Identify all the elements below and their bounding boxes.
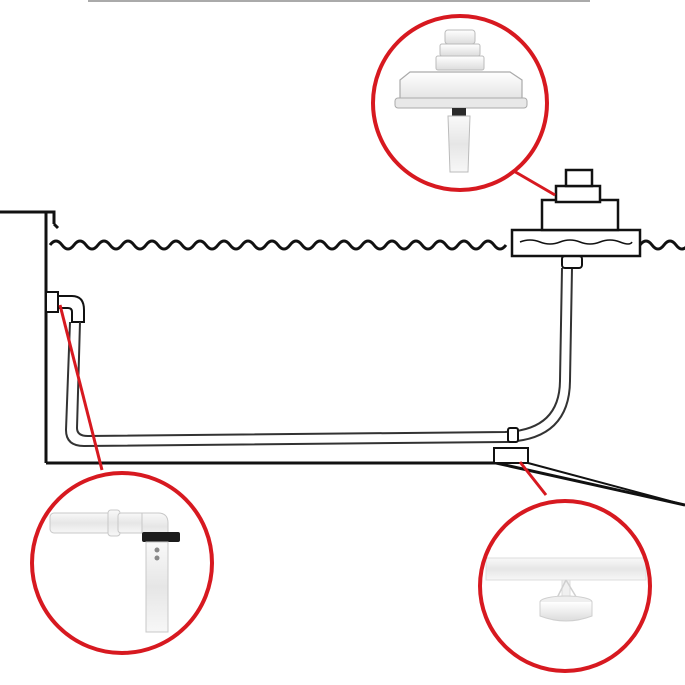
water-surface-line [48,239,508,251]
wall-inlet-elbow [45,291,85,323]
callout-floor-weight [478,499,652,673]
pool-wall [0,210,60,463]
wall-fitting-icon [49,509,180,633]
weight-icon [485,557,647,622]
floating-skimmer-icon [394,29,528,173]
floating-skimmer [510,168,642,258]
pool-pipe [64,267,573,448]
water-surface-line-right [638,239,685,251]
callout-leaders [58,168,556,496]
pipe-valve [507,427,519,443]
skimmer-connector [561,255,583,269]
callout-floating-skimmer [371,14,549,192]
callout-wall-fitting [30,471,214,655]
floor-weight-block [493,447,529,464]
